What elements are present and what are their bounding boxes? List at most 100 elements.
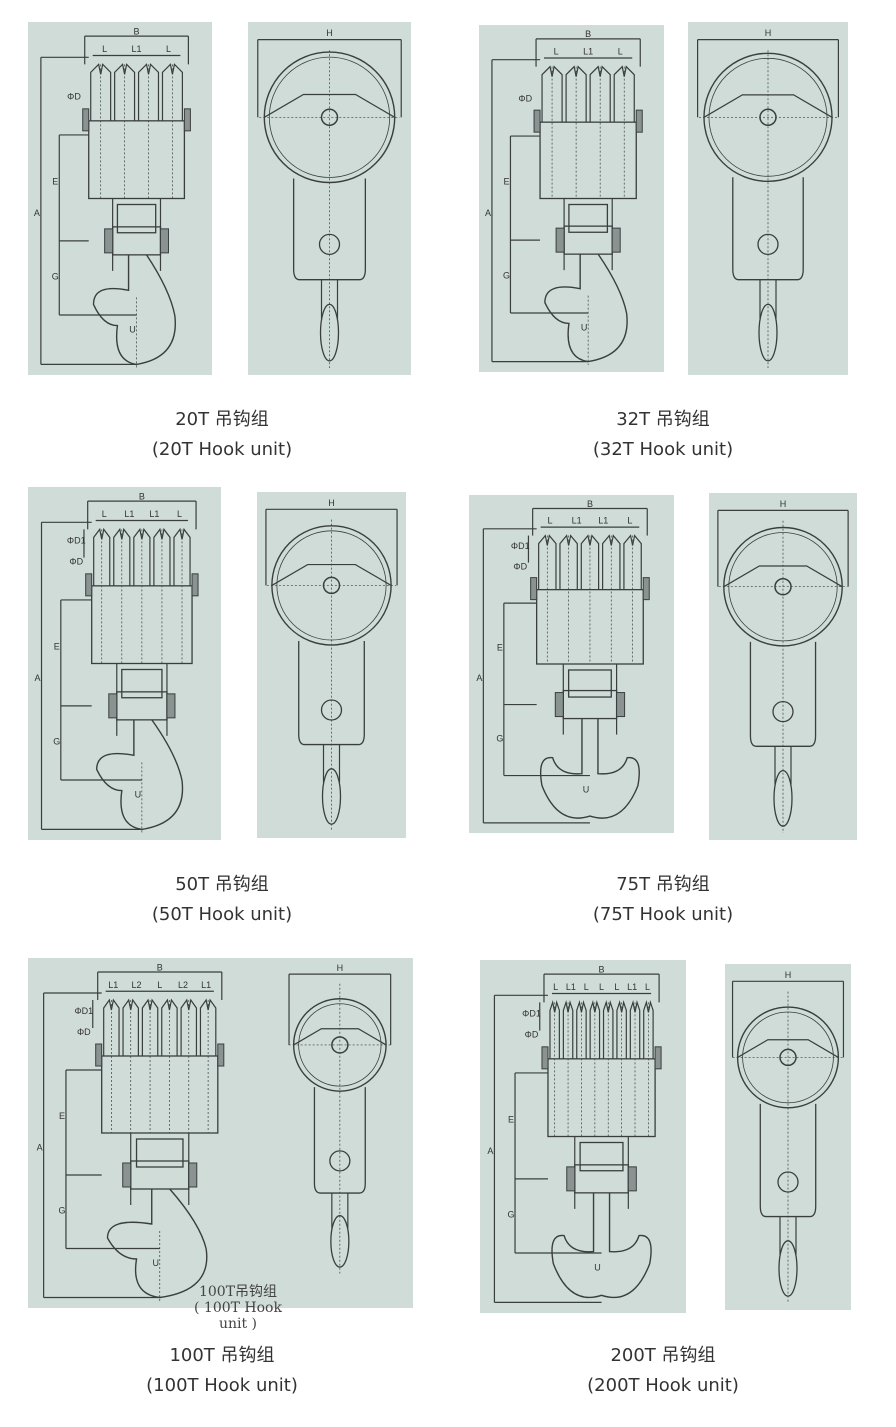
- side-strap: [313, 1087, 366, 1194]
- side-strap: [749, 641, 817, 747]
- dimension-label-h: H: [780, 499, 787, 509]
- dimension-label-l: L1: [627, 982, 637, 992]
- hook-tip: [778, 1240, 798, 1297]
- hook-tip: [330, 1214, 350, 1268]
- caption-cn: 32T 吊钩组: [616, 409, 710, 430]
- dimension-label-d1: ΦD1: [67, 535, 86, 545]
- dimension-label-l: L1: [598, 516, 608, 526]
- side-view-75t: H: [709, 493, 857, 840]
- dimension-label-h: H: [328, 498, 335, 508]
- embedded-caption-en: ( 100T Hook unit ): [194, 1300, 282, 1332]
- side-strap: [732, 177, 804, 281]
- pulley-block-housing: [88, 120, 186, 200]
- caption-en: (200T Hook unit): [587, 1375, 739, 1396]
- side-drawing: H: [731, 970, 845, 1304]
- dimension-label-l: L: [177, 509, 182, 519]
- side-strap: [298, 641, 365, 746]
- dimension-label-d: ΦD: [69, 557, 83, 567]
- dimension-label-e: E: [59, 1111, 65, 1121]
- dimension-label-l: L1: [149, 509, 159, 519]
- axle-end-right: [183, 108, 191, 132]
- dimension-label-b: B: [585, 29, 591, 39]
- dimension-label-d: ΦD: [518, 93, 532, 103]
- dimension-label-e: E: [54, 641, 60, 651]
- trunnion-right: [159, 228, 169, 254]
- dimension-label-l: L: [102, 44, 107, 54]
- side-drawing: H: [717, 499, 849, 834]
- dimension-label-b: B: [599, 964, 605, 974]
- side-drawing: H: [257, 28, 402, 368]
- axle-end-left: [533, 109, 541, 133]
- axle-end-left: [541, 1046, 549, 1070]
- axle-end-right: [635, 109, 643, 133]
- dimension-label-l: L1: [566, 982, 576, 992]
- dimension-label-h: H: [337, 963, 344, 973]
- crossbeam: [574, 1164, 629, 1194]
- dimension-label-d1: ΦD1: [74, 1006, 93, 1016]
- caption-20t: 20T 吊钩组 (20T Hook unit): [72, 405, 372, 465]
- dimension-label-u: U: [135, 790, 142, 800]
- caption-en: (20T Hook unit): [151, 439, 293, 460]
- dimension-label-h: H: [326, 28, 333, 38]
- dimension-label-h: H: [785, 970, 792, 980]
- dimension-label-l: L: [554, 46, 559, 56]
- dimension-label-l: L: [584, 982, 589, 992]
- caption-75t: 75T 吊钩组 (75T Hook unit): [513, 870, 813, 930]
- dimension-label-u: U: [594, 1263, 601, 1273]
- caption-32t: 32T 吊钩组 (32T Hook unit): [513, 405, 813, 465]
- pulley-block-housing: [547, 1058, 656, 1138]
- embedded-caption-cn: 100T吊钩组: [198, 1284, 278, 1300]
- hook-tip: [758, 303, 778, 362]
- dimension-label-a: A: [34, 208, 40, 218]
- dimension-label-l: L1: [132, 44, 142, 54]
- dimension-label-a: A: [35, 673, 41, 683]
- trunnion-pin: [777, 1171, 799, 1193]
- double-hook: [551, 1192, 652, 1299]
- trunnion-left: [554, 692, 564, 718]
- pulley-block-housing: [101, 1055, 219, 1134]
- crossbeam-nut: [567, 669, 612, 698]
- dimension-label-a: A: [487, 1146, 493, 1156]
- dimension-label-l: L: [157, 980, 162, 990]
- dimension-label-b: B: [139, 491, 145, 501]
- trunnion-right: [616, 692, 626, 718]
- dimension-label-l: L: [547, 516, 552, 526]
- axle-end-left: [85, 573, 93, 597]
- crossbeam: [563, 225, 613, 255]
- dimension-label-d: ΦD: [525, 1030, 539, 1040]
- axle-nut: [320, 108, 339, 127]
- caption-cn: 75T 吊钩组: [616, 874, 710, 895]
- crossbeam: [111, 226, 162, 256]
- crossbeam: [130, 1160, 190, 1190]
- crossbeam-nut: [579, 1141, 624, 1172]
- dimension-label-l: L1: [108, 980, 118, 990]
- caption-cn: 200T 吊钩组: [610, 1345, 716, 1366]
- dimension-label-l: L2: [178, 980, 188, 990]
- double-hook: [539, 718, 640, 819]
- axle-end-right: [642, 577, 650, 601]
- side-view-20t: H: [248, 22, 411, 375]
- dimension-label-d1: ΦD1: [511, 541, 530, 551]
- dimension-label-g: G: [52, 272, 59, 282]
- dimension-label-d: ΦD: [77, 1027, 91, 1037]
- dimension-label-l: L: [614, 982, 619, 992]
- caption-en: (100T Hook unit): [146, 1375, 298, 1396]
- dimension-label-d1: ΦD1: [522, 1008, 541, 1018]
- dimension-label-l: L: [599, 982, 604, 992]
- caption-100t: 100T 吊钩组 (100T Hook unit): [72, 1341, 372, 1401]
- hook-tip: [319, 303, 340, 362]
- dimension-label-l: L: [645, 982, 650, 992]
- axle-end-right: [191, 573, 199, 597]
- dimension-label-e: E: [503, 177, 509, 187]
- trunnion-left: [566, 1166, 576, 1192]
- trunnion-right: [611, 227, 621, 253]
